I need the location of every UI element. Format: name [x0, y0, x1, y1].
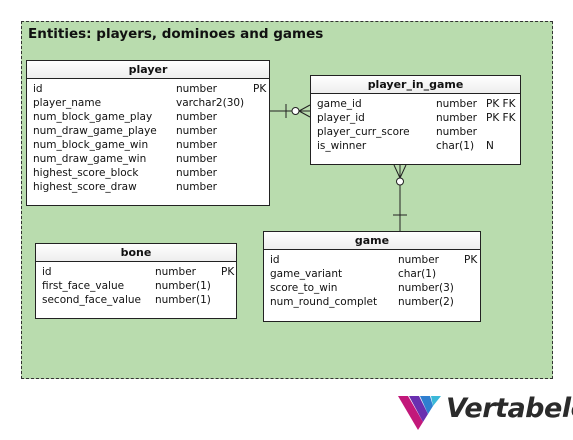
- column-type: varchar2(30): [176, 97, 245, 109]
- column-type: number(2): [398, 296, 454, 308]
- column-type: char(1): [398, 268, 437, 280]
- column-type: number: [436, 98, 477, 110]
- entity-bone[interactable]: bone id number PK first_face_value number(1)…: [35, 243, 237, 319]
- column-row[interactable]: game_variant char(1): [264, 267, 480, 281]
- column-type: number: [176, 83, 217, 95]
- column-name: num_block_game_play: [33, 111, 153, 123]
- column-name: num_round_complet: [270, 296, 378, 308]
- column-name: num_draw_game_win: [33, 153, 147, 165]
- column-row[interactable]: num_draw_game_win number: [27, 152, 269, 166]
- column-name: game_id: [317, 98, 362, 110]
- column-row[interactable]: player_name varchar2(30): [27, 96, 269, 110]
- column-name: player_id: [317, 112, 365, 124]
- column-row[interactable]: highest_score_block number: [27, 166, 269, 180]
- relationship-player-player-in-game[interactable]: [270, 104, 311, 118]
- column-key: N: [486, 140, 494, 152]
- column-type: number: [176, 181, 217, 193]
- column-row[interactable]: id number PK: [36, 265, 236, 279]
- vertabelo-logo-icon: [398, 396, 441, 430]
- column-type: number: [176, 167, 217, 179]
- column-name: is_winner: [317, 140, 367, 152]
- column-row[interactable]: first_face_value number(1): [36, 279, 236, 293]
- column-row[interactable]: player_id number PK FK: [311, 111, 520, 125]
- column-row[interactable]: score_to_win number(3): [264, 281, 480, 295]
- column-name: num_draw_game_playe: [33, 125, 157, 137]
- column-name: highest_score_block: [33, 167, 139, 179]
- column-key: PK FK: [486, 98, 516, 110]
- column-key: PK: [221, 266, 235, 278]
- column-row[interactable]: num_draw_game_playe number: [27, 124, 269, 138]
- column-row[interactable]: id number PK: [264, 253, 480, 267]
- column-row[interactable]: num_round_complet number(2): [264, 295, 480, 309]
- column-type: number(3): [398, 282, 454, 294]
- column-name: first_face_value: [42, 280, 125, 292]
- column-type: char(1): [436, 140, 475, 152]
- column-row[interactable]: num_block_game_win number: [27, 138, 269, 152]
- column-type: number: [176, 125, 217, 137]
- column-row[interactable]: num_block_game_play number: [27, 110, 269, 124]
- column-type: number: [436, 112, 477, 124]
- column-key: PK FK: [486, 112, 516, 124]
- column-key: PK: [464, 254, 478, 266]
- column-name: player_name: [33, 97, 102, 109]
- column-type: number(1): [155, 280, 211, 292]
- column-row[interactable]: game_id number PK FK: [311, 97, 520, 111]
- entity-title: player: [27, 61, 269, 79]
- entity-player[interactable]: player id number PK player_name varchar2(30)…: [26, 60, 270, 206]
- column-type: number: [176, 111, 217, 123]
- column-row[interactable]: highest_score_draw number: [27, 180, 269, 194]
- column-name: highest_score_draw: [33, 181, 137, 193]
- subject-area-title: Entities: players, dominoes and games: [28, 26, 324, 42]
- column-row[interactable]: second_face_value number(1): [36, 293, 236, 307]
- entity-title: player_in_game: [311, 76, 520, 94]
- column-name: id: [42, 266, 52, 278]
- column-type: number: [398, 254, 439, 266]
- column-type: number: [176, 153, 217, 165]
- column-type: number: [155, 266, 196, 278]
- vertabelo-logo-text: Vertabelo: [446, 393, 573, 424]
- column-name: second_face_value: [42, 294, 141, 306]
- entity-title: bone: [36, 244, 236, 262]
- column-name: player_curr_score: [317, 126, 410, 138]
- column-row[interactable]: player_curr_score number: [311, 125, 520, 139]
- column-name: num_block_game_win: [33, 139, 149, 151]
- column-name: game_variant: [270, 268, 343, 280]
- column-type: number: [176, 139, 217, 151]
- entity-title: game: [264, 232, 480, 250]
- column-key: PK: [253, 83, 267, 95]
- column-type: number: [436, 126, 477, 138]
- column-row[interactable]: is_winner char(1) N: [311, 139, 520, 153]
- column-name: id: [33, 83, 43, 95]
- column-name: id: [270, 254, 280, 266]
- column-name: score_to_win: [270, 282, 338, 294]
- column-row[interactable]: id number PK: [27, 82, 269, 96]
- column-type: number(1): [155, 294, 211, 306]
- relationship-game-player-in-game[interactable]: [393, 164, 407, 231]
